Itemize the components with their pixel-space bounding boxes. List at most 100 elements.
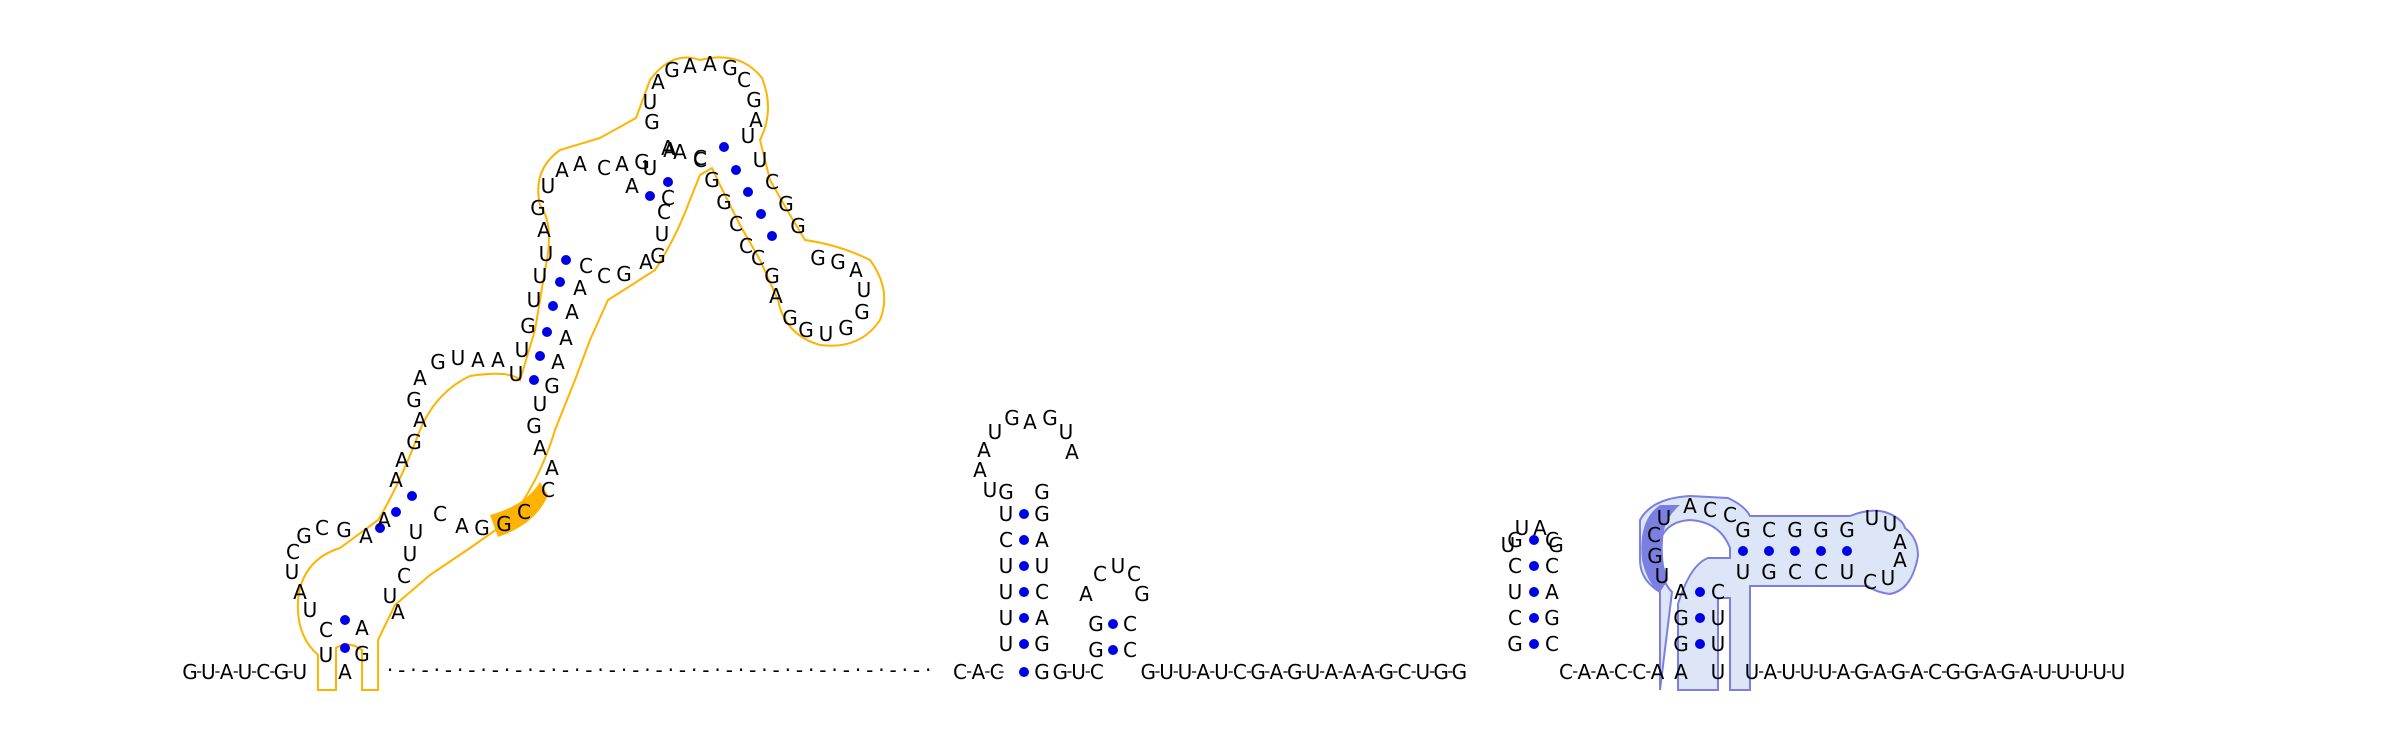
nucleotide: G (790, 214, 806, 238)
nucleotide: C (1035, 580, 1049, 604)
nucleotide: U (1508, 580, 1523, 604)
nucleotide: G (1053, 660, 1069, 684)
nucleotide: U (2092, 660, 2107, 684)
loop-nucleotide: G (782, 306, 798, 330)
loop-nucleotide: A (537, 218, 551, 242)
loop-nucleotide: G (406, 430, 422, 454)
nucleotide: A (377, 508, 391, 532)
backbone-gap: · (691, 658, 697, 682)
loop-nucleotide: A (651, 70, 665, 94)
loop-nucleotide: U (1865, 506, 1880, 530)
loop-nucleotide: G (1548, 533, 1564, 557)
backbone-gap: - (749, 658, 756, 682)
loop-nucleotide: C (1093, 562, 1107, 586)
nucleotide: C (657, 200, 671, 224)
nucleotide: U (509, 362, 524, 386)
base-pair-bond (340, 643, 350, 653)
backbone-gap: - (726, 658, 733, 682)
loop-nucleotide: A (977, 438, 991, 462)
domain1-highlight (490, 482, 548, 537)
nucleotide: G (1507, 632, 1523, 656)
nucleotide: C (1788, 560, 1802, 584)
base-pair-bond (535, 351, 545, 361)
backbone-gap: - (866, 658, 873, 682)
loop-nucleotide: G (430, 350, 446, 374)
base-pair-bond (645, 191, 655, 201)
base-pair-bond (375, 523, 385, 533)
backbone-gap: - (398, 658, 405, 682)
nucleotide: C (1233, 660, 1247, 684)
backbone-gap: · (925, 658, 931, 682)
nucleotide: C (1711, 580, 1725, 604)
domain1-outline (296, 56, 886, 691)
nucleotide: A (625, 174, 639, 198)
nucleotide: C (1090, 660, 1104, 684)
nucleotide: U (999, 502, 1014, 526)
base-pair-bond (1019, 509, 1029, 519)
nucleotide: G (520, 314, 536, 338)
nucleotide: U (999, 632, 1014, 656)
base-pair-bond (1019, 561, 1029, 571)
nucleotide: U (1159, 660, 1174, 684)
nucleotide: G (496, 512, 512, 536)
backbone-gap: · (761, 658, 767, 682)
backbone-gap: · (527, 658, 533, 682)
nucleotide: G (1946, 660, 1962, 684)
loop-nucleotide: G (644, 110, 660, 134)
nucleotide: C (1545, 632, 1559, 656)
loop-nucleotide: A (389, 468, 403, 492)
nucleotide: G (1854, 660, 1870, 684)
nucleotide: G (474, 516, 490, 540)
backbone-gap: · (480, 658, 486, 682)
loop-nucleotide: G (296, 524, 312, 548)
nucleotide: C (1545, 554, 1559, 578)
nucleotide: G (634, 150, 650, 174)
nucleotide: A (220, 660, 234, 684)
loop-nucleotide: G (746, 88, 762, 112)
nucleotide: A (2020, 660, 2034, 684)
nucleotide: A (338, 660, 352, 684)
loop-nucleotide: G (336, 518, 352, 542)
nucleotide: U (1415, 660, 1430, 684)
nucleotide: U (527, 288, 542, 312)
base-pair-bond (1019, 613, 1029, 623)
backbone-gap: · (831, 658, 837, 682)
nucleotide: U (2074, 660, 2089, 684)
nucleotide: U (741, 124, 756, 148)
nucleotide: U (1736, 560, 1751, 584)
nucleotide: C (433, 502, 447, 526)
nucleotide: A (359, 524, 373, 548)
base-pair-bond (1019, 535, 1029, 545)
loop-nucleotide: U (857, 278, 872, 302)
nucleotide: C (1545, 528, 1559, 552)
loop-nucleotide: U (1059, 420, 1074, 444)
base-pair-bond (1738, 546, 1748, 556)
backbone-gap: - (468, 658, 475, 682)
base-pair-bond (743, 187, 753, 197)
nucleotide: U (533, 264, 548, 288)
nucleotide: C (1814, 560, 1828, 584)
nucleotide: C (1632, 660, 1646, 684)
loop-nucleotide: A (491, 348, 505, 372)
nucleotide: C (319, 618, 333, 642)
nucleotide: U (1711, 660, 1726, 684)
nucleotide: A (1035, 528, 1049, 552)
loop-nucleotide: G (1042, 406, 1058, 430)
nucleotide: U (2037, 660, 2052, 684)
base-pair-bond (1529, 587, 1539, 597)
loop-nucleotide: U (1111, 554, 1126, 578)
nucleotide: A (1577, 660, 1591, 684)
loop-nucleotide: U (285, 560, 300, 584)
backbone-gap: · (714, 658, 720, 682)
backbone-gap: - (913, 658, 920, 682)
backbone-gap: - (843, 658, 850, 682)
backbone-gap: · (644, 658, 650, 682)
nucleotide: U (2111, 660, 2126, 684)
backbone-gap: · (738, 658, 744, 682)
loop-nucleotide: U (983, 478, 998, 502)
loop-nucleotide: G (810, 246, 826, 270)
nucleotide: A (573, 276, 587, 300)
nucleotide: U (1178, 660, 1193, 684)
nucleotide: A (1983, 660, 1997, 684)
backbone-gap: · (855, 658, 861, 682)
